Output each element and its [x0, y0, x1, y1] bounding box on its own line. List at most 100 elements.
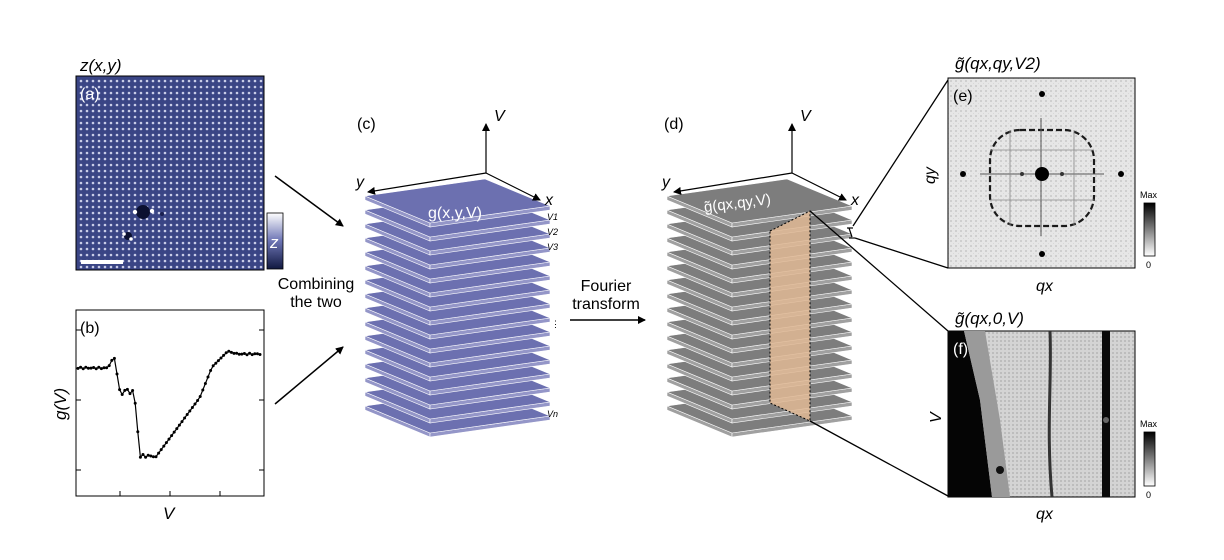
panel-e-colorbar-max: Max: [1140, 190, 1158, 200]
spectrum-point: [138, 455, 142, 459]
spectrum-point: [115, 372, 119, 376]
panel-f-xlabel: qx: [1036, 506, 1054, 523]
panel-f-ylabel: V: [928, 411, 945, 423]
spectrum-point: [105, 366, 109, 370]
panel-e: g̃(qx,qy,V2) (e) qy qx Max 0: [922, 54, 1158, 295]
spectrum-point: [84, 365, 88, 369]
panel-d: (d) V y x g̃(qx,qy,V): [661, 108, 860, 438]
panel-e-colorbar-min: 0: [1146, 260, 1151, 270]
panel-d-axes: [673, 123, 847, 201]
spectrum-points: [76, 349, 262, 459]
spectrum-point: [240, 352, 244, 356]
panel-a: z(x,y) (a) z: [75, 56, 284, 271]
panel-f-colorbar: [1143, 431, 1156, 487]
spectrum-point: [245, 353, 249, 357]
spectrum-point: [232, 351, 236, 355]
dispersion-features: [948, 330, 1110, 498]
spectrum-point: [258, 353, 262, 356]
spectrum-point: [99, 367, 103, 371]
spectrum-point: [229, 350, 233, 354]
spectrum-point: [125, 387, 129, 391]
spectrum-point: [128, 392, 132, 396]
spectrum-point: [149, 454, 153, 458]
spectrum-point: [196, 399, 200, 402]
spectrum-point: [214, 361, 218, 365]
spectrum-point: [131, 389, 135, 392]
panel-d-tag: (d): [664, 116, 684, 133]
layer-label-vn: Vn: [547, 409, 558, 419]
spectrum-point: [133, 401, 137, 405]
spectrum-point: [79, 365, 83, 369]
spectrum-point: [154, 455, 158, 459]
panel-e-xlabel: qx: [1036, 278, 1054, 295]
arrow-b-to-c: [274, 346, 344, 405]
spectrum-point: [211, 364, 215, 368]
spectrum-point: [198, 395, 202, 398]
panel-f-colorbar-max: Max: [1140, 419, 1158, 429]
spectrum-point: [89, 366, 93, 370]
panel-e-colorbar: [1143, 202, 1156, 257]
spectrum-point: [167, 437, 171, 441]
panel-c-axis-v: V: [494, 108, 506, 125]
spectrum-point: [190, 406, 194, 409]
spectrum-point: [180, 420, 184, 424]
spectrum-point: [209, 369, 213, 372]
fourier-features: [980, 118, 1104, 236]
spectrum-point: [224, 351, 228, 355]
spectrum-point: [201, 388, 205, 392]
panel-e-ylabel: qy: [922, 166, 939, 184]
panel-c-axes: [367, 123, 541, 201]
spectrum-point: [172, 430, 176, 434]
spectrum-point: [177, 423, 181, 427]
defect-cluster: [122, 205, 164, 241]
spectrum-point: [183, 416, 187, 420]
panel-a-title: z(x,y): [79, 56, 122, 75]
spectrum-point: [81, 367, 85, 371]
panel-c: (c) V y x g(x,y,V) V1 V2 V3 ⋮ Vn: [355, 108, 560, 438]
spectrum-point: [235, 351, 239, 355]
spectrum-point: [136, 430, 140, 434]
layer-label-v2: V2: [547, 227, 558, 237]
spectrum-point: [255, 352, 259, 356]
connector-e-top: [852, 79, 949, 227]
connector-f-bottom: [809, 420, 949, 497]
layer-dots: ⋮: [551, 319, 560, 329]
connector-f-top: [809, 210, 949, 332]
spectrum-point: [120, 393, 124, 396]
spectrum-point: [219, 356, 223, 360]
panel-f-colorbar-min: 0: [1146, 490, 1151, 500]
spectrum-point: [188, 409, 192, 413]
spectrum-point: [162, 444, 166, 448]
spectrum-ticks: [76, 329, 264, 496]
panel-c-axis-y: y: [355, 174, 365, 191]
spectrum-point: [102, 366, 106, 370]
spectrum-point: [193, 402, 197, 406]
combine-label-line2: the two: [290, 294, 342, 311]
panel-b-tag: (b): [80, 320, 100, 337]
panel-f-title: g̃(qx,0,V): [955, 309, 1024, 328]
panel-d-axis-v: V: [800, 108, 812, 125]
arrow-a-to-c: [274, 175, 344, 227]
fourier-stack: [665, 178, 854, 438]
spectrum-point: [206, 375, 210, 379]
bragg-peaks: [960, 91, 1124, 257]
panel-e-tag: (e): [953, 88, 973, 105]
spectrum-point: [222, 353, 226, 357]
combine-label-line1: Combining: [278, 276, 354, 293]
spectrum-point: [151, 455, 155, 459]
layer-label-v1: V1: [547, 212, 558, 222]
panel-b: (b) g(V) V: [51, 309, 265, 523]
z-colorbar-label: z: [269, 233, 279, 252]
z-colorbar: [266, 212, 284, 270]
fourier-label-line2: transform: [572, 296, 640, 313]
spectrum-frame: [75, 309, 265, 497]
spectrum-point: [175, 427, 179, 431]
topography-image: [75, 75, 265, 271]
spectrum-point: [94, 367, 98, 371]
panel-d-axis-y: y: [661, 174, 671, 191]
spectrum-point: [159, 448, 163, 452]
spectrum-point: [248, 351, 252, 355]
spectrum-point: [107, 364, 111, 368]
panel-e-title: g̃(qx,qy,V2): [955, 54, 1041, 73]
panel-a-tag: (a): [80, 86, 100, 103]
